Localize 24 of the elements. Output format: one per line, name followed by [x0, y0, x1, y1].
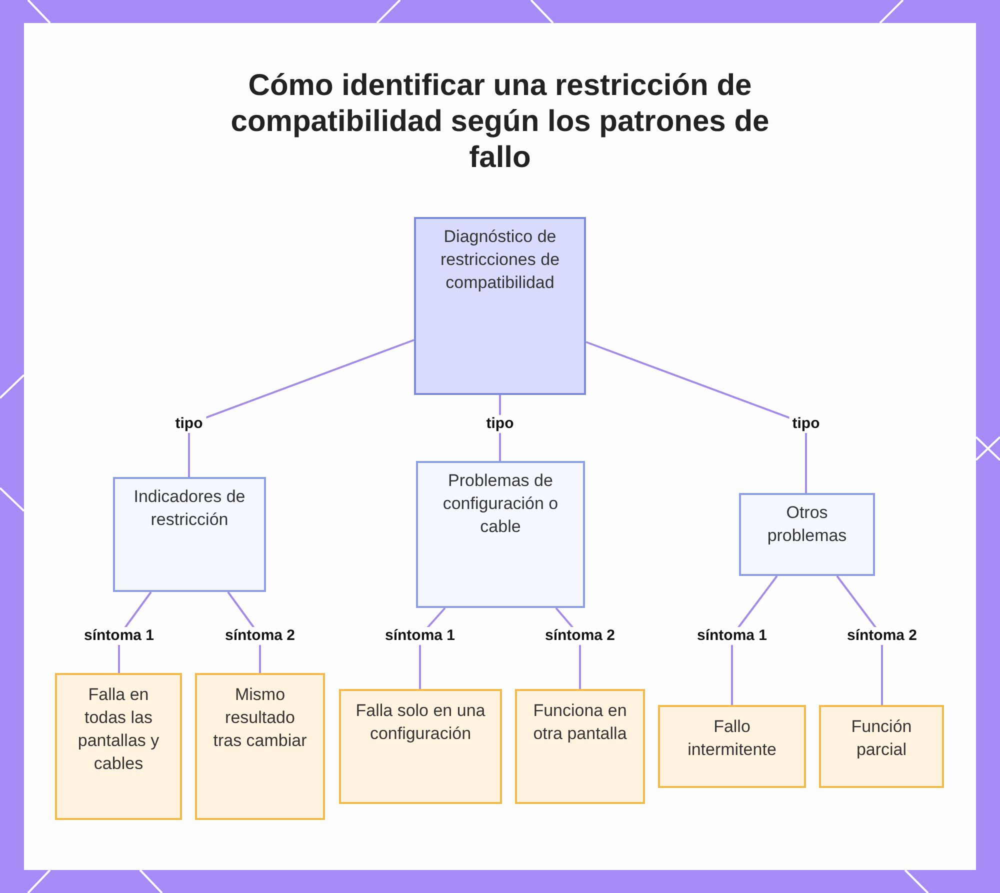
connector-line	[188, 339, 414, 477]
symptom-box	[658, 705, 806, 788]
diagram-title: Cómo identificar una restricción de compatibilidad según los patrones de fallo	[230, 68, 770, 176]
category-box	[416, 461, 585, 608]
category-box	[113, 477, 266, 592]
symptom-box	[195, 673, 325, 820]
symptom-box	[515, 689, 645, 804]
node-text: Fallo intermitente	[686, 716, 778, 761]
connector-line	[586, 341, 807, 493]
node-text: Otros problemas	[766, 502, 848, 547]
node-text: Función parcial	[850, 716, 913, 761]
node-text: Falla solo en una configuración	[354, 700, 486, 745]
node-text: Diagnóstico de restricciones de compatibilidad	[440, 226, 560, 294]
node-text: Indicadores de restricción	[132, 486, 246, 531]
symptom-box	[339, 689, 502, 804]
node-text: Problemas de configuración o cable	[442, 470, 560, 538]
symptom-box	[55, 673, 182, 820]
symptom-box	[819, 705, 944, 788]
node-text: Mismo resultado tras cambiar	[212, 684, 308, 752]
category-box	[739, 493, 875, 576]
edge-label: tipo	[172, 415, 206, 433]
node-text: Falla en todas las pantallas y cables	[76, 684, 160, 775]
topic-box	[414, 217, 586, 395]
node-text: Funciona en otra pantalla	[532, 700, 628, 745]
